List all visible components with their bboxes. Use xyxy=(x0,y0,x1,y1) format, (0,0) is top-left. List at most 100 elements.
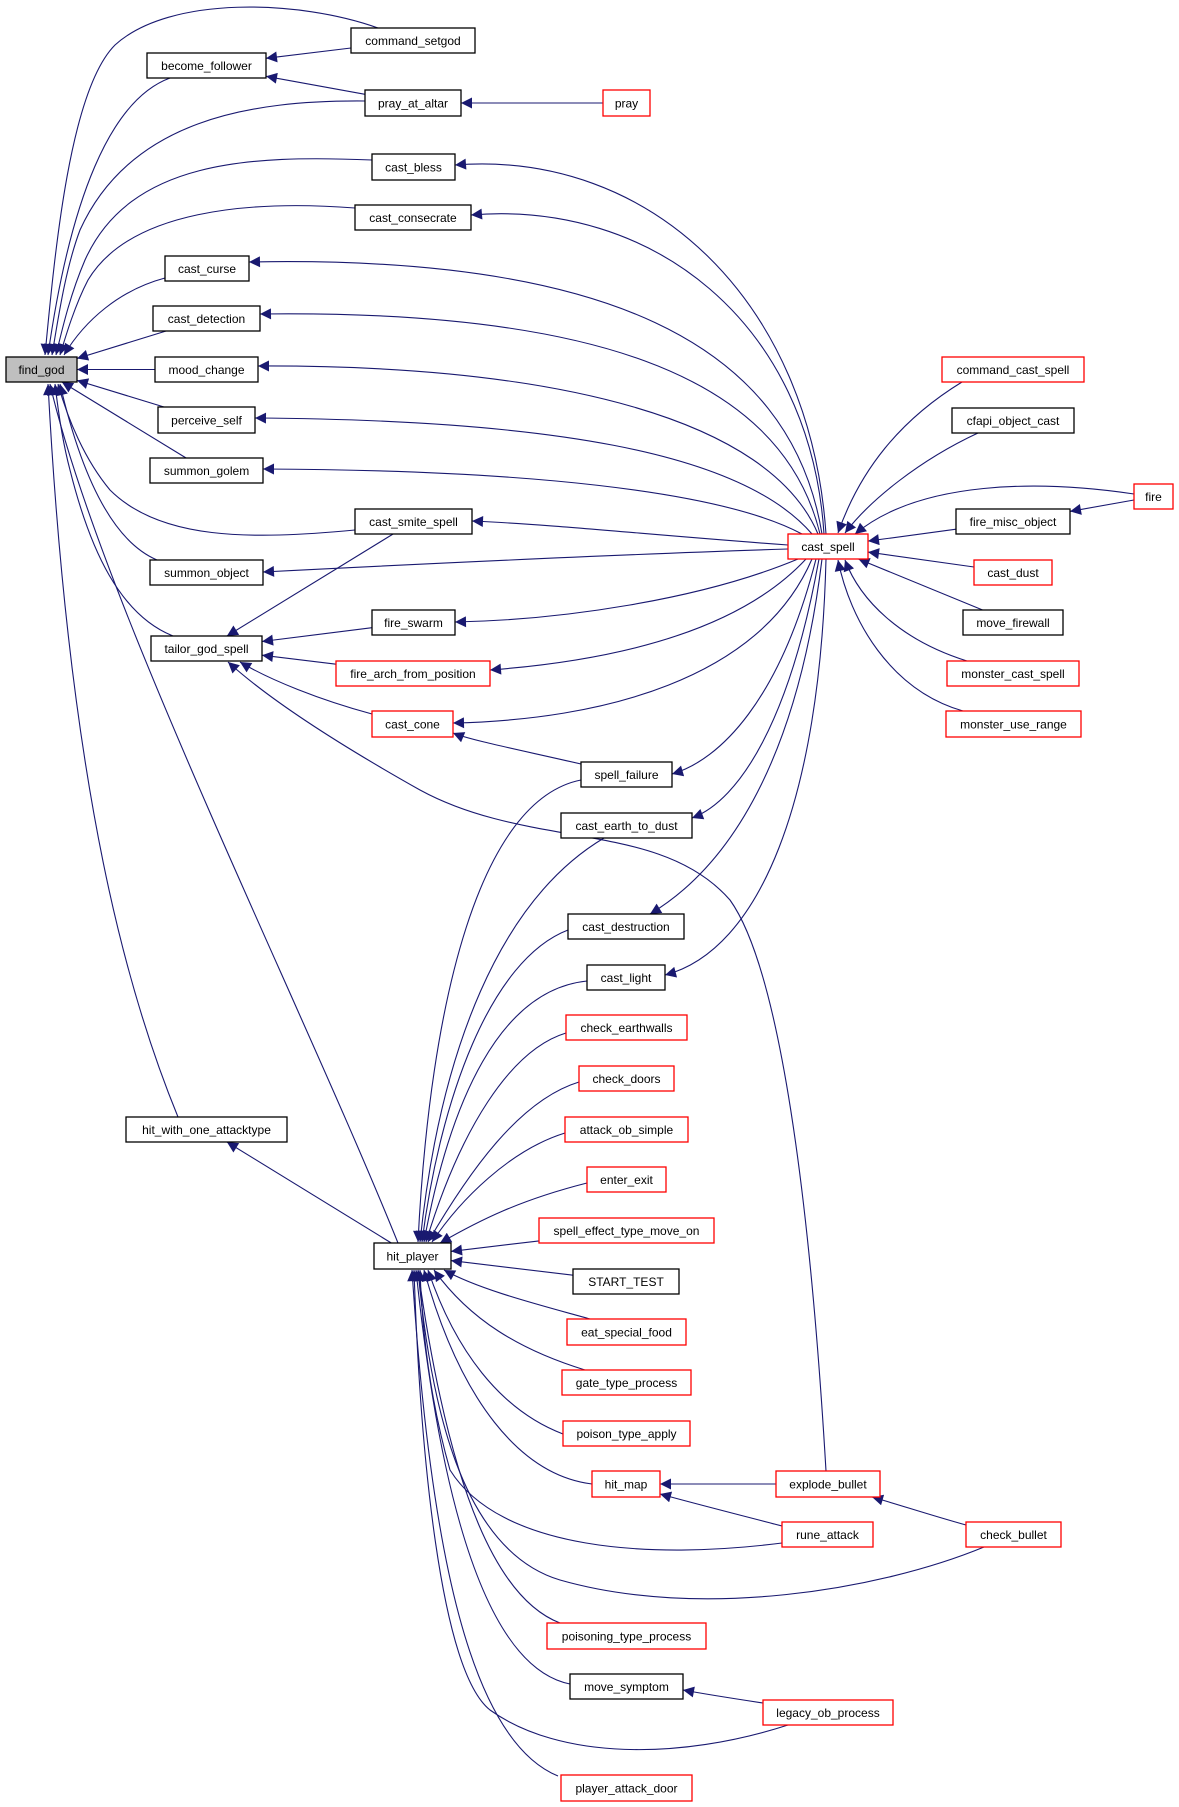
node-fire[interactable]: fire xyxy=(1133,483,1174,510)
node-box[interactable] xyxy=(373,1242,452,1270)
node-cast-curse[interactable]: cast_curse xyxy=(164,255,250,282)
node-box[interactable] xyxy=(787,533,869,560)
node-box[interactable] xyxy=(146,52,267,79)
node-box[interactable] xyxy=(149,457,264,484)
node-box[interactable] xyxy=(565,1014,688,1041)
node-box[interactable] xyxy=(560,812,693,839)
node-box[interactable] xyxy=(149,559,264,586)
node-box[interactable] xyxy=(775,1470,881,1498)
node-cfapi-object-cast[interactable]: cfapi_object_cast xyxy=(951,407,1075,434)
node-fire-swarm[interactable]: fire_swarm xyxy=(371,609,456,636)
node-box[interactable] xyxy=(781,1521,874,1548)
node-cast-light[interactable]: cast_light xyxy=(586,964,666,991)
node-box[interactable] xyxy=(578,1065,675,1092)
node-monster-cast-spell[interactable]: monster_cast_spell xyxy=(946,660,1080,687)
node-poison-type-apply[interactable]: poison_type_apply xyxy=(562,1420,691,1447)
node-poisoning-type-process[interactable]: poisoning_type_process xyxy=(546,1622,707,1650)
node-box[interactable] xyxy=(164,255,250,282)
node-box[interactable] xyxy=(945,710,1082,738)
node-box[interactable] xyxy=(951,407,1075,434)
node-enter-exit[interactable]: enter_exit xyxy=(586,1166,667,1193)
node-eat-special-food[interactable]: eat_special_food xyxy=(566,1318,687,1346)
node-cast-dust[interactable]: cast_dust xyxy=(973,559,1053,586)
node-box[interactable] xyxy=(955,508,1071,535)
node-legacy-ob-process[interactable]: legacy_ob_process xyxy=(762,1699,894,1726)
node-box[interactable] xyxy=(335,660,491,687)
node-box[interactable] xyxy=(5,356,78,383)
node-cast-smite-spell[interactable]: cast_smite_spell xyxy=(354,508,473,535)
node-player-attack-door[interactable]: player_attack_door xyxy=(560,1774,693,1802)
node-hit-with-one-attacktype[interactable]: hit_with_one_attacktype xyxy=(125,1116,288,1143)
node-check-earthwalls[interactable]: check_earthwalls xyxy=(565,1014,688,1041)
node-box[interactable] xyxy=(354,204,472,231)
node-become-follower[interactable]: become_follower xyxy=(146,52,267,79)
node-perceive-self[interactable]: perceive_self xyxy=(157,406,256,434)
node-command-cast-spell[interactable]: command_cast_spell xyxy=(941,356,1085,383)
node-box[interactable] xyxy=(973,559,1053,586)
node-box[interactable] xyxy=(538,1217,715,1244)
node-hit-player[interactable]: hit_player xyxy=(373,1242,452,1270)
node-check-bullet[interactable]: check_bullet xyxy=(965,1521,1062,1548)
node-fire-misc-object[interactable]: fire_misc_object xyxy=(955,508,1071,535)
node-summon-golem[interactable]: summon_golem xyxy=(149,457,264,484)
node-box[interactable] xyxy=(962,609,1064,636)
node-box[interactable] xyxy=(371,153,456,181)
node-box[interactable] xyxy=(125,1116,288,1143)
node-cast-earth-to-dust[interactable]: cast_earth_to_dust xyxy=(560,812,693,839)
node-mood-change[interactable]: mood_change xyxy=(154,356,259,383)
node-spell-failure[interactable]: spell_failure xyxy=(580,761,673,788)
node-explode-bullet[interactable]: explode_bullet xyxy=(775,1470,881,1498)
node-start-test[interactable]: START_TEST xyxy=(572,1268,680,1295)
node-cast-cone[interactable]: cast_cone xyxy=(371,710,454,738)
node-box[interactable] xyxy=(562,1420,691,1447)
node-box[interactable] xyxy=(546,1622,707,1650)
node-attack-ob-simple[interactable]: attack_ob_simple xyxy=(564,1116,689,1143)
node-cast-consecrate[interactable]: cast_consecrate xyxy=(354,204,472,231)
node-cast-destruction[interactable]: cast_destruction xyxy=(567,913,685,940)
node-box[interactable] xyxy=(569,1673,684,1700)
node-command-setgod[interactable]: command_setgod xyxy=(350,27,476,54)
node-pray-at-altar[interactable]: pray_at_altar xyxy=(364,89,462,117)
node-rune-attack[interactable]: rune_attack xyxy=(781,1521,874,1548)
node-box[interactable] xyxy=(965,1521,1062,1548)
node-box[interactable] xyxy=(561,1369,692,1396)
node-box[interactable] xyxy=(586,1166,667,1193)
node-gate-type-process[interactable]: gate_type_process xyxy=(561,1369,692,1396)
node-box[interactable] xyxy=(150,635,263,662)
node-box[interactable] xyxy=(564,1116,689,1143)
node-spell-effect-type-move-on[interactable]: spell_effect_type_move_on xyxy=(538,1217,715,1244)
node-box[interactable] xyxy=(154,356,259,383)
node-move-symptom[interactable]: move_symptom xyxy=(569,1673,684,1700)
node-cast-detection[interactable]: cast_detection xyxy=(152,305,261,332)
node-box[interactable] xyxy=(350,27,476,54)
node-box[interactable] xyxy=(364,89,462,117)
node-fire-arch-from-position[interactable]: fire_arch_from_position xyxy=(335,660,491,687)
node-find-god[interactable]: find_god xyxy=(5,356,78,383)
node-box[interactable] xyxy=(1133,483,1174,510)
node-box[interactable] xyxy=(371,609,456,636)
node-move-firewall[interactable]: move_firewall xyxy=(962,609,1064,636)
node-box[interactable] xyxy=(371,710,454,738)
node-box[interactable] xyxy=(572,1268,680,1295)
node-monster-use-range[interactable]: monster_use_range xyxy=(945,710,1082,738)
node-box[interactable] xyxy=(152,305,261,332)
node-box[interactable] xyxy=(580,761,673,788)
node-box[interactable] xyxy=(946,660,1080,687)
node-summon-object[interactable]: summon_object xyxy=(149,559,264,586)
node-box[interactable] xyxy=(602,89,651,117)
node-cast-bless[interactable]: cast_bless xyxy=(371,153,456,181)
node-box[interactable] xyxy=(586,964,666,991)
node-cast-spell[interactable]: cast_spell xyxy=(787,533,869,560)
node-box[interactable] xyxy=(560,1774,693,1802)
node-tailor-god-spell[interactable]: tailor_god_spell xyxy=(150,635,263,662)
node-check-doors[interactable]: check_doors xyxy=(578,1065,675,1092)
node-hit-map[interactable]: hit_map xyxy=(591,1470,661,1498)
node-box[interactable] xyxy=(567,913,685,940)
node-box[interactable] xyxy=(354,508,473,535)
node-box[interactable] xyxy=(591,1470,661,1498)
node-pray[interactable]: pray xyxy=(602,89,651,117)
node-box[interactable] xyxy=(566,1318,687,1346)
node-box[interactable] xyxy=(762,1699,894,1726)
node-box[interactable] xyxy=(941,356,1085,383)
node-box[interactable] xyxy=(157,406,256,434)
